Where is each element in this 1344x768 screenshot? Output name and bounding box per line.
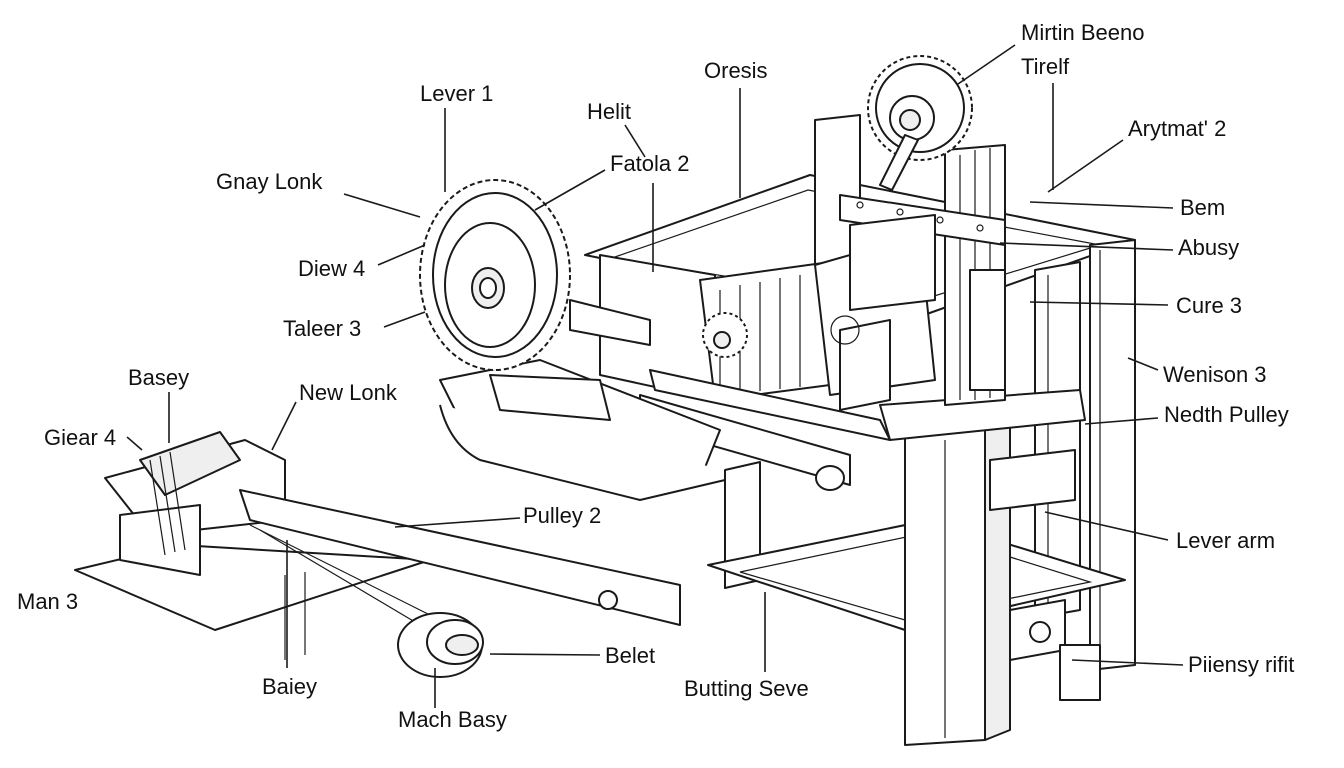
- large-gear-wheel: [419, 179, 726, 501]
- label-gear-4: Giear 4: [44, 425, 117, 450]
- left-assembly: [74, 431, 681, 678]
- label-lever-1: Lever 1: [420, 81, 494, 106]
- label-gnay-lonk: Gnay Lonk: [216, 169, 323, 194]
- label-arytmat-2: Arytmat' 2: [1128, 116, 1227, 141]
- label-basey: Basey: [128, 365, 190, 390]
- label-abusy: Abusy: [1178, 235, 1240, 260]
- upright-column: [814, 114, 1006, 406]
- label-tirelf: Tirelf: [1021, 54, 1070, 79]
- gearbox: [599, 214, 936, 411]
- label-taleer-3: Taleer 3: [283, 316, 362, 341]
- label-baiey: Baiey: [262, 674, 318, 699]
- label-mirtin-beeno: Mirtin Beeno: [1021, 20, 1145, 45]
- label-mach-basy: Mach Basy: [398, 707, 507, 732]
- label-bem: Bem: [1180, 195, 1226, 220]
- label-new-lonk: New Lonk: [299, 380, 397, 405]
- label-belet: Belet: [605, 643, 656, 668]
- label-cure-3: Cure 3: [1176, 293, 1243, 318]
- label-fatola-2: Fatola 2: [610, 151, 690, 176]
- label-pulley-2: Pulley 2: [523, 503, 602, 528]
- label-diew-4: Diew 4: [298, 256, 366, 281]
- label-lever-arm: Lever arm: [1176, 528, 1276, 553]
- top-gear: [867, 55, 973, 191]
- leader-lines: [126, 44, 1184, 708]
- label-man-3: Man 3: [17, 589, 79, 614]
- label-piiensy-rifit: Piiensy rifit: [1188, 652, 1295, 677]
- label-butting-seve: Butting Seve: [684, 676, 809, 701]
- label-wenison-3: Wenison 3: [1163, 362, 1267, 387]
- label-nedth-pulley: Nedth Pulley: [1164, 402, 1289, 427]
- label-helit: Helit: [587, 99, 632, 124]
- label-oresis: Oresis: [704, 58, 768, 83]
